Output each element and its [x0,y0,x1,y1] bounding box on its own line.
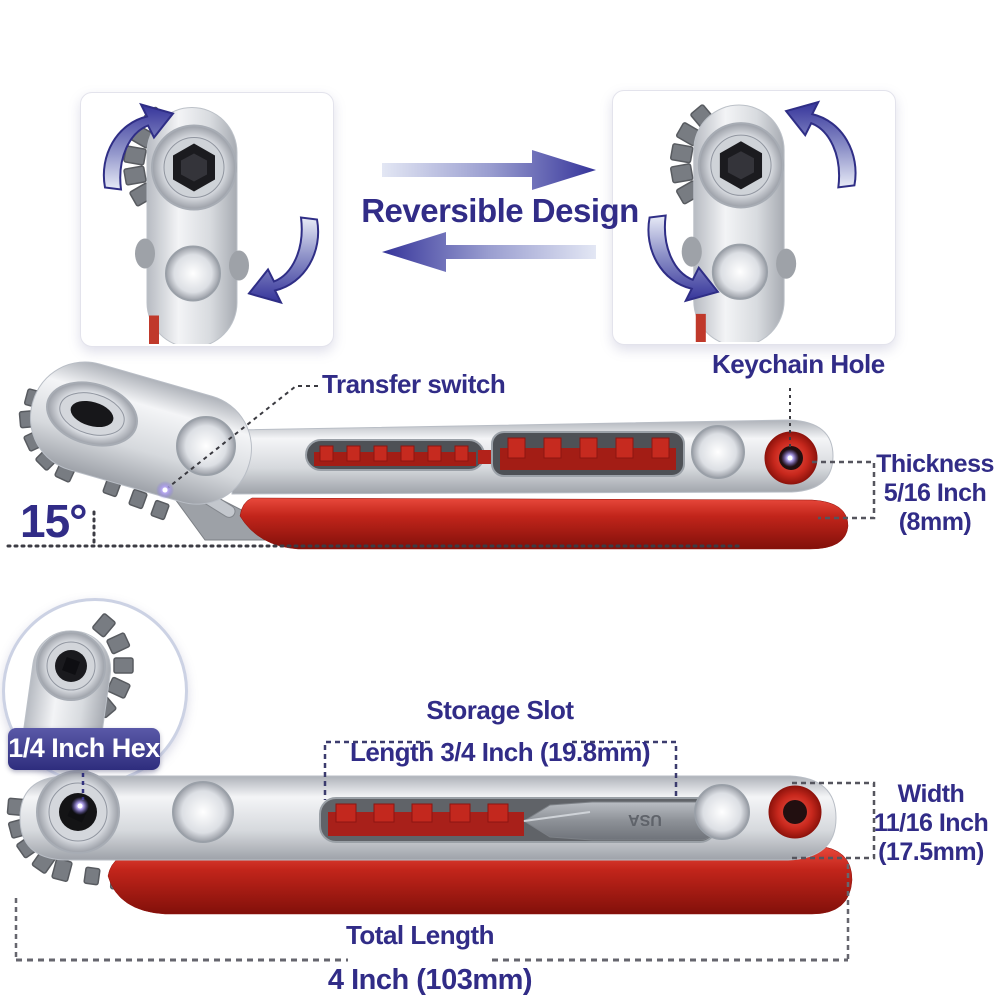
gear-teeth [92,613,134,719]
ratchet-head-closeup-left [102,102,320,344]
red-grip-sliver [149,315,159,344]
left-arrow-icon [382,232,596,272]
keychain-hole [764,431,818,485]
transfer-switch-housing [147,461,301,541]
rivet [691,425,745,479]
ratchet-head-closeup-right [647,100,857,342]
storage-slot-front [305,431,685,477]
rotate-cw-arrow-icon [784,100,857,189]
wrench-body [19,775,837,861]
closeup-card-left [80,92,334,347]
rivet [694,784,750,840]
bit-marking-text: USA [628,811,662,828]
transfer-switch-lever [144,456,236,518]
reversible-design-label: Reversible Design [361,192,639,229]
reversible-arrows [382,150,596,272]
width-title: Width [897,780,965,808]
square-drive-hole [62,657,80,675]
red-grip-sliver [695,313,706,342]
thickness-title: Thickness [876,450,994,478]
width-label: Width 11/16 Inch (17.5mm) [862,780,1000,867]
right-arrow-icon [382,150,596,190]
transfer-switch-label: Transfer switch [322,369,506,399]
pawl-bump-right [776,248,797,279]
thickness-label: Thickness 5/16 Inch (8mm) [870,450,1000,537]
drive-ring [46,381,138,447]
thickness-bracket [812,460,876,520]
storage-slot: USA [319,797,717,843]
pawl-bump-right [229,250,249,281]
keychain-hole-label: Keychain Hole [712,349,885,379]
drive-ring [36,770,120,854]
width-inch: 11/16 Inch [873,809,989,837]
head-angle-label: 15° [20,495,88,547]
red-grip [239,497,849,550]
keychain-hole [768,785,822,839]
thickness-inch: 5/16 Inch [883,479,987,507]
hex-drive-label: 1/4 Inch Hex [8,728,160,770]
thickness-mm: (8mm) [898,508,972,536]
gear-teeth [6,797,127,891]
closeup-card-right [612,90,896,345]
red-grip [107,845,853,915]
hex-socket-facet [181,153,207,182]
rivet [711,243,769,300]
transfer-switch-leader [164,385,318,491]
wrench-head [29,361,252,505]
rivet [172,781,234,843]
screwdriver-bit: USA [523,801,713,841]
rotate-cw-arrow-icon [247,216,320,305]
rotate-ccw-arrow-icon [102,102,175,191]
total-length-value: 4 Inch (103mm) [327,964,533,996]
wrench-top-view: USA [6,770,853,915]
rotate-ccw-arrow-icon [647,214,720,303]
rivet [176,416,236,476]
storage-slot-length-label: Length 3/4 Inch (19.8mm) [349,737,651,767]
storage-slot-label: Storage Slot [426,695,574,725]
rivet [165,245,221,302]
pawl-bump-left [135,238,155,269]
pawl-bump-left [681,236,702,267]
total-length-label: Total Length [345,920,495,950]
width-mm: (17.5mm) [878,838,984,866]
hex-socket-facet [727,151,755,180]
wrench-body [231,419,834,495]
